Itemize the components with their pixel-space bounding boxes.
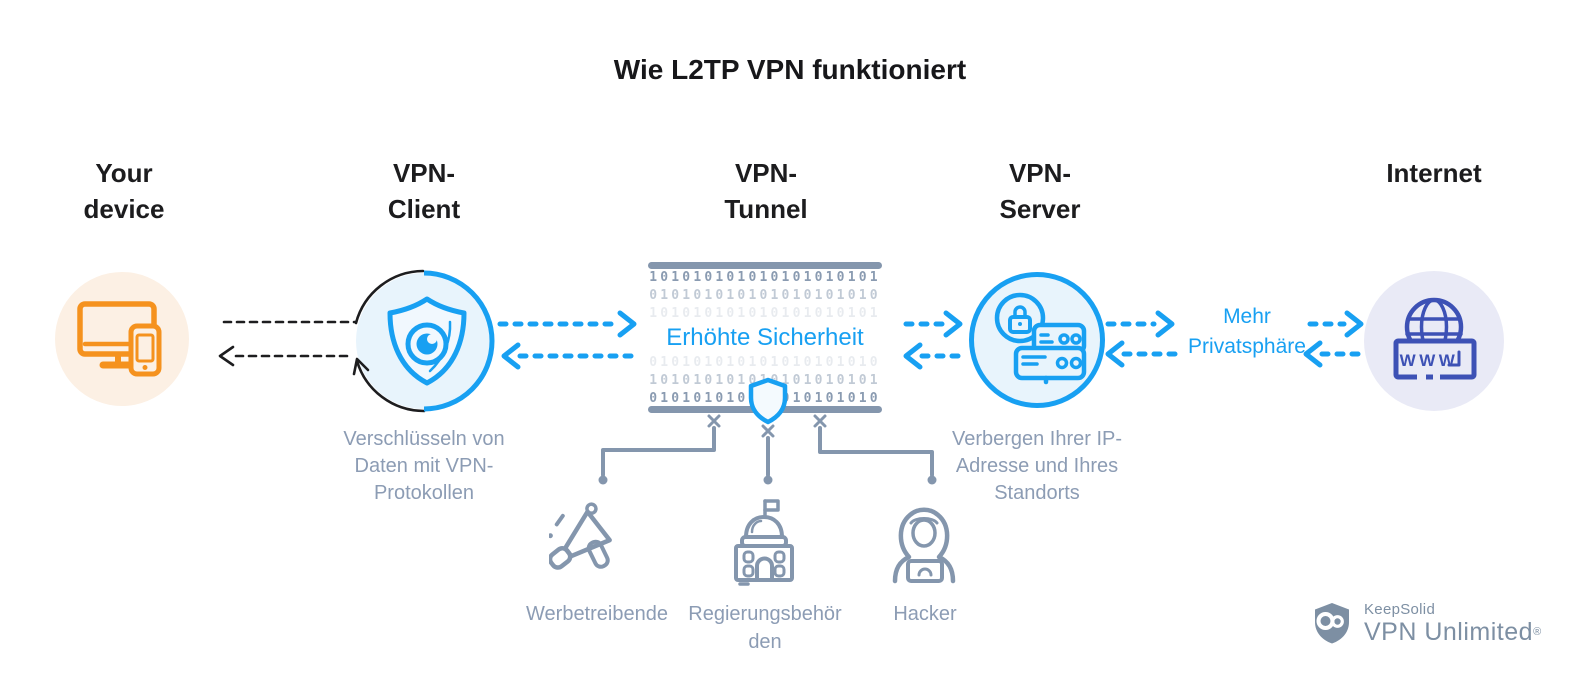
government-label-line: den — [748, 631, 782, 653]
server-caption: Verbergen Ihrer IP- Adresse und Ihres St… — [917, 426, 1157, 507]
hackers-label: Hacker — [893, 603, 957, 625]
blocked-x-icon — [761, 424, 775, 438]
logo-company: KeepSolid — [1364, 601, 1436, 618]
shield-eye-icon — [387, 296, 467, 386]
arrow-tunnel-server — [903, 310, 969, 370]
registered-mark: ® — [1533, 626, 1542, 638]
blocked-x-icon — [707, 414, 721, 428]
blocked-x-icon — [813, 414, 827, 428]
header-line: VPN- — [734, 158, 798, 188]
header-line: device — [83, 194, 165, 224]
privacy-label: Mehr Privatsphäre — [1172, 302, 1322, 362]
header-line: Tunnel — [724, 194, 808, 224]
header-line: VPN- — [392, 158, 456, 188]
advertisers-label: Werbetreibende — [526, 603, 668, 625]
arrow-client-tunnel — [497, 310, 639, 370]
caption-line: Daten mit VPN- — [354, 455, 494, 477]
header-internet: Internet — [1334, 155, 1534, 191]
binary-row: 101010101010101010101 — [649, 306, 881, 321]
page-title: Wie L2TP VPN funktioniert — [613, 54, 967, 85]
caption-line: Verbergen Ihrer IP- — [951, 428, 1123, 450]
keepsolid-shield-icon — [1315, 603, 1349, 644]
megaphone-icon — [549, 502, 612, 570]
caption-line: Adresse und Ihres — [955, 455, 1119, 477]
caption-line: Verschlüsseln von — [343, 428, 505, 450]
government-label: Regierungsbehör den — [665, 600, 865, 656]
header-your-device: Your device — [24, 155, 224, 227]
device-icon — [77, 301, 162, 377]
binary-row: 010101010101010101010 — [649, 355, 881, 370]
caption-line: Standorts — [994, 482, 1080, 504]
logo-text: KeepSolid VPN Unlimited® — [1364, 600, 1542, 646]
header-vpn-server: VPN- Server — [940, 155, 1140, 227]
header-line: Server — [999, 194, 1081, 224]
header-vpn-tunnel: VPN- Tunnel — [666, 155, 866, 227]
hacker-icon — [892, 507, 956, 584]
www-text: WWW — [1400, 351, 1459, 370]
tunnel-top-bar — [648, 262, 882, 269]
header-vpn-client: VPN- Client — [324, 155, 524, 227]
binary-row: 101010101010101010101 — [649, 270, 881, 285]
server-lock-icon — [994, 292, 1087, 385]
header-line: Your — [95, 158, 153, 188]
arrow-server-privacy — [1105, 310, 1181, 368]
client-caption: Verschlüsseln von Daten mit VPN- Protoko… — [304, 426, 544, 507]
tunnel-shield-icon — [748, 377, 788, 425]
header-line: VPN- — [1008, 158, 1072, 188]
tunnel-security-label: Erhöhte Sicherheit — [666, 324, 864, 351]
government-label-line: Regierungsbehör — [688, 603, 842, 625]
logo-product: VPN Unlimited® — [1364, 619, 1542, 646]
binary-row: 010101010101010101010 — [649, 288, 881, 303]
header-line: Client — [387, 194, 461, 224]
caption-line: Protokollen — [373, 482, 475, 504]
threat-connectors — [598, 414, 937, 485]
government-building-icon — [734, 499, 794, 586]
globe-www-icon: WWW — [1393, 297, 1477, 381]
keepsolid-logo: KeepSolid VPN Unlimited® — [1312, 600, 1542, 646]
header-line: Internet — [1386, 158, 1482, 188]
logo-product-text: VPN Unlimited — [1364, 618, 1534, 646]
privacy-line: Privatsphäre — [1188, 335, 1306, 358]
privacy-line: Mehr — [1223, 305, 1271, 328]
